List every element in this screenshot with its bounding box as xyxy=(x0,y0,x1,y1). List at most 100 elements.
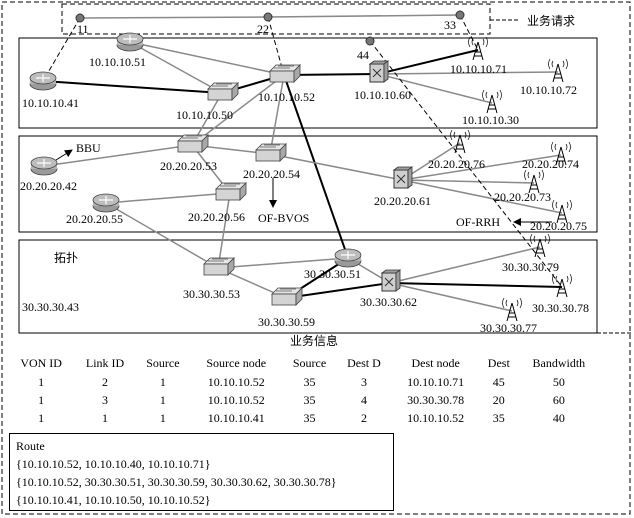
node-antenna-icon xyxy=(552,273,572,298)
request-link-line xyxy=(79,16,269,19)
table-cell: 1 xyxy=(102,410,109,425)
table-cell: 35 xyxy=(303,410,316,425)
node-antenna-icon xyxy=(524,169,544,194)
mapping-line xyxy=(369,40,563,288)
table-cell: 10.10.10.52 xyxy=(407,410,465,425)
node-antenna-icon xyxy=(468,36,488,61)
node-antenna-icon xyxy=(548,58,568,83)
request-node-label: 33 xyxy=(444,18,456,32)
node-antenna-icon xyxy=(552,199,572,224)
node-switch-icon xyxy=(203,257,235,276)
node-label: 10.10.10.41 xyxy=(22,96,79,110)
request-node-dot xyxy=(365,36,375,46)
table-cell: 2 xyxy=(102,374,109,389)
node-optical-icon xyxy=(368,60,390,83)
table-cell: 1 xyxy=(38,392,45,407)
layer-box-1 xyxy=(18,37,598,129)
node-switch-icon xyxy=(269,64,301,83)
table-cell: 3 xyxy=(360,374,367,389)
table-header-cell: Dest D xyxy=(347,356,381,370)
link-line xyxy=(377,71,559,75)
table-cell: 1 xyxy=(159,410,166,425)
request-link-line xyxy=(267,14,461,18)
table-header-cell: Dest node xyxy=(411,356,460,370)
link-line xyxy=(129,41,223,94)
table-cell: 35 xyxy=(303,392,316,407)
request-node-label: 11 xyxy=(77,22,89,36)
link-line xyxy=(401,179,535,184)
node-antenna-icon xyxy=(502,297,522,322)
request-node-label: 22 xyxy=(257,22,269,36)
table-cell: 1 xyxy=(159,392,166,407)
request-label: 业务请求 xyxy=(527,13,575,28)
node-router-icon xyxy=(334,248,362,268)
table-cell: 35 xyxy=(492,410,505,425)
mapping-line xyxy=(42,17,81,82)
node-label: 30.30.30.77 xyxy=(480,321,537,335)
table-header-cell: Source xyxy=(146,356,180,370)
table-header-cell: VON ID xyxy=(20,356,62,370)
node-switch-icon xyxy=(271,287,303,306)
route-title: Route xyxy=(16,439,45,453)
table-header-cell: Dest xyxy=(487,356,510,370)
table-header-cell: Bandwidth xyxy=(532,356,586,370)
link-line xyxy=(269,153,403,181)
node-label: 20.20.20.53 xyxy=(160,159,217,173)
node-label: 10.10.10.30 xyxy=(462,113,519,127)
node-router-icon xyxy=(30,156,58,176)
node-antenna-icon xyxy=(482,89,502,114)
mapping-links xyxy=(42,14,563,288)
node-router-icon xyxy=(92,193,120,213)
link-line xyxy=(42,80,223,94)
layer-box-3 xyxy=(18,239,598,334)
node-label: 20.20.20.55 xyxy=(66,212,123,226)
info-label: 业务信息 xyxy=(290,333,338,348)
node-label: 30.30.30.59 xyxy=(258,315,315,329)
node-label: 10.10.10.51 xyxy=(89,55,146,69)
node-label: 20.20.20.75 xyxy=(530,219,587,233)
table-cell: 10.10.10.71 xyxy=(407,374,465,389)
node-label: 20.20.20.73 xyxy=(494,190,551,204)
link-line xyxy=(269,74,285,155)
request-node-dot xyxy=(75,13,85,23)
table-header-cell: Source xyxy=(292,356,327,370)
bbu-arrow xyxy=(55,149,73,161)
request-node-dot xyxy=(455,10,465,20)
link-line xyxy=(401,179,563,214)
request-links xyxy=(79,14,461,19)
node-antenna-icon xyxy=(551,141,571,166)
link-line xyxy=(389,282,563,288)
link-line xyxy=(43,144,193,167)
node-switch-icon xyxy=(177,134,209,153)
table-cell: 60 xyxy=(552,392,565,407)
ofbvos-label: OF-BVOS xyxy=(258,211,309,225)
link-line xyxy=(283,74,349,259)
node-antenna-icon xyxy=(450,129,470,154)
node-label: 30.30.30.53 xyxy=(183,287,240,301)
table-cell: 3 xyxy=(102,392,109,407)
node-label: 30.30.30.62 xyxy=(360,295,417,309)
node-antenna-icon xyxy=(530,233,550,258)
route-box: Route {10.10.10.52, 10.10.10.40, 10.10.1… xyxy=(9,433,394,511)
request-frame xyxy=(61,3,491,35)
link-line xyxy=(129,41,285,76)
table-cell: 4 xyxy=(360,392,367,407)
link-line xyxy=(389,246,541,284)
node-label: 20.20.20.61 xyxy=(374,194,431,208)
link-line xyxy=(285,282,391,299)
node-label: 20.20.20.76 xyxy=(428,157,485,171)
link-line xyxy=(105,202,219,269)
node-label: 30.30.30.79 xyxy=(502,260,559,274)
node-label: 30.30.30.78 xyxy=(532,301,589,315)
node-label: 30.30.30.43 xyxy=(22,300,79,314)
link-line xyxy=(217,257,349,269)
mapping-line xyxy=(459,14,479,51)
